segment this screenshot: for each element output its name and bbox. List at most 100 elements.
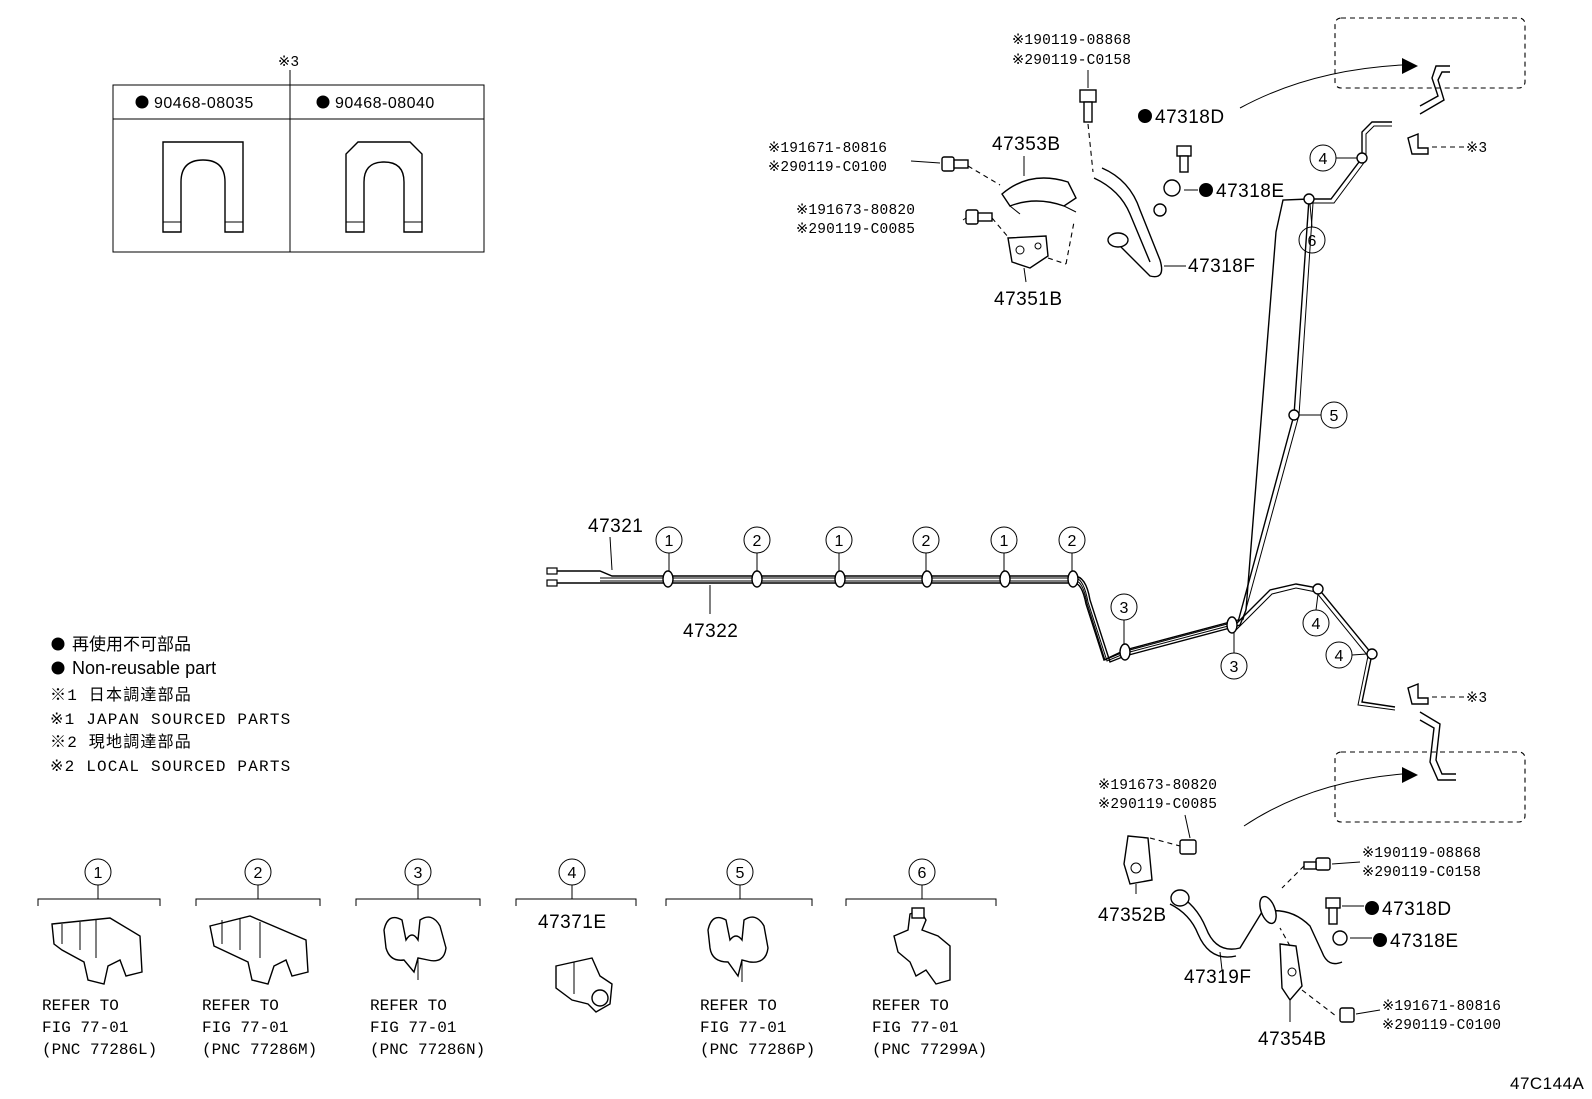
svg-text:FIG 77-01: FIG 77-01 xyxy=(700,1019,786,1037)
line-lower-label: 47322 xyxy=(683,621,738,642)
clip-icon xyxy=(1407,132,1429,155)
bottom-bolt-c-line2: ※290119-C0085 xyxy=(1098,797,1217,813)
bottom-hose-label: 47319F xyxy=(1184,967,1251,988)
non-reusable-dot xyxy=(51,637,65,651)
bolt-icon xyxy=(1339,1007,1355,1023)
bolt-icon xyxy=(1303,857,1331,871)
svg-text:4: 4 xyxy=(1335,648,1344,665)
clamp-6-icon xyxy=(893,909,951,985)
svg-text:REFER TO: REFER TO xyxy=(42,997,119,1015)
bottom-hose-assembly: ※3 ※191673-80820 ※290119-C0085 47352B ※1… xyxy=(1098,682,1526,1050)
svg-text:1: 1 xyxy=(665,533,674,550)
bottom-bolt-b-line1: ※191671-80816 xyxy=(1382,999,1501,1015)
clamp-callouts: 1 2 1 2 1 2 3 3 4 5 6 4 4 xyxy=(655,144,1368,680)
svg-text:FIG 77-01: FIG 77-01 xyxy=(370,1019,456,1037)
clamp-callout-3b: 3 xyxy=(1220,632,1248,680)
clamp-key-4: 4 47371E xyxy=(515,858,637,1013)
non-reusable-dot xyxy=(51,661,65,675)
clamp-callout-4c: 4 xyxy=(1325,641,1368,669)
clip-icon xyxy=(1407,682,1429,705)
svg-text:REFER TO: REFER TO xyxy=(202,997,279,1015)
clamp-markers xyxy=(662,152,1378,661)
legend-en-japan-sourced: ※1 JAPAN SOURCED PARTS xyxy=(50,711,291,729)
top-clip-ref: ※3 xyxy=(1466,141,1487,157)
figure-code: 47C144A xyxy=(1510,1074,1585,1093)
svg-text:2: 2 xyxy=(254,865,263,882)
clamp-key-2: 2 REFER TO FIG 77-01 (PNC 77286M) xyxy=(195,858,321,1059)
top-bolt-b-line2: ※290119-C0100 xyxy=(768,160,887,176)
svg-text:FIG 77-01: FIG 77-01 xyxy=(202,1019,288,1037)
top-hose-assembly: ※3 ※190119-08868 ※290119-C0158 47318D 47… xyxy=(768,17,1526,310)
non-reusable-dot xyxy=(316,95,330,109)
bottom-bolt-a-line1: ※190119-08868 xyxy=(1362,846,1481,862)
line-upper-label: 47321 xyxy=(588,516,643,537)
top-gasket-label: 47318E xyxy=(1216,181,1285,202)
bottom-bracket-lower-label: 47354B xyxy=(1258,1029,1327,1050)
svg-text:FIG 77-01: FIG 77-01 xyxy=(42,1019,128,1037)
svg-text:3: 3 xyxy=(1230,659,1239,676)
svg-text:4: 4 xyxy=(1312,616,1321,633)
svg-text:(PNC 77299A): (PNC 77299A) xyxy=(872,1041,987,1059)
clamp-callout-6: 6 xyxy=(1298,203,1326,254)
clamp-callout-1c: 1 xyxy=(990,526,1018,571)
union-bolt-icon xyxy=(1325,897,1341,925)
bolt-icon xyxy=(1179,839,1197,855)
svg-text:4: 4 xyxy=(1319,151,1328,168)
washer-square-icon xyxy=(162,141,244,233)
bracket-icon xyxy=(1007,235,1049,269)
washer-col-1-label: 90468-08035 xyxy=(154,95,254,112)
clamp-key-1: 1 REFER TO FIG 77-01 (PNC 77286L) xyxy=(37,858,161,1059)
washer-table-ref: ※3 xyxy=(278,55,299,71)
svg-text:2: 2 xyxy=(753,533,762,550)
svg-text:1: 1 xyxy=(94,865,103,882)
svg-text:1: 1 xyxy=(1000,533,1009,550)
legend-jp-local-sourced: ※2 現地調達部品 xyxy=(50,733,192,752)
svg-text:REFER TO: REFER TO xyxy=(700,997,777,1015)
clamp-5-icon xyxy=(707,916,769,978)
legend-en-local-sourced: ※2 LOCAL SOURCED PARTS xyxy=(50,758,291,776)
clamp-callout-3a: 3 xyxy=(1110,593,1138,645)
bottom-bolt-c-line1: ※191673-80820 xyxy=(1098,778,1217,794)
clamp-4-part-label: 47371E xyxy=(538,912,607,933)
clamp-callout-4a: 4 xyxy=(1309,144,1357,172)
top-bracket-lower-label: 47351B xyxy=(994,289,1063,310)
clamp-key-3: 3 REFER TO FIG 77-01 (PNC 77286N) xyxy=(355,858,485,1059)
clamp-callout-5: 5 xyxy=(1299,401,1348,429)
svg-text:(PNC 77286M): (PNC 77286M) xyxy=(202,1041,317,1059)
bolt-icon xyxy=(941,156,969,172)
bolt-icon xyxy=(1079,89,1097,123)
svg-text:6: 6 xyxy=(918,865,927,882)
bottom-union-bolt-label: 47318D xyxy=(1382,899,1452,920)
svg-text:(PNC 77286N): (PNC 77286N) xyxy=(370,1041,485,1059)
top-union-bolt-label: 47318D xyxy=(1155,107,1225,128)
clamp-3-icon xyxy=(383,916,447,974)
clamp-2-icon xyxy=(209,915,309,985)
legend-en-non-reusable: Non-reusable part xyxy=(72,658,216,678)
main-brake-lines: 47321 47322 xyxy=(546,121,1396,711)
clamp-callout-4b: 4 xyxy=(1302,593,1330,637)
washer-chamfered-icon xyxy=(345,141,423,233)
svg-text:4: 4 xyxy=(568,865,577,882)
svg-text:REFER TO: REFER TO xyxy=(370,997,447,1015)
svg-text:(PNC 77286L): (PNC 77286L) xyxy=(42,1041,157,1059)
top-bolt-a-line2: ※290119-C0158 xyxy=(1012,53,1131,69)
top-bolt-c-line2: ※290119-C0085 xyxy=(796,222,915,238)
svg-text:2: 2 xyxy=(922,533,931,550)
clamp-callout-2c: 2 xyxy=(1058,526,1086,571)
svg-text:2: 2 xyxy=(1068,533,1077,550)
washer-table: ※3 90468-08035 90468-08040 xyxy=(112,55,485,253)
top-bolt-c-line1: ※191673-80820 xyxy=(796,203,915,219)
bracket-icon xyxy=(1001,177,1077,207)
washer-col-2-label: 90468-08040 xyxy=(335,95,435,112)
bottom-bolt-b-line2: ※290119-C0100 xyxy=(1382,1018,1501,1034)
svg-text:1: 1 xyxy=(835,533,844,550)
svg-text:(PNC 77286P): (PNC 77286P) xyxy=(700,1041,815,1059)
clamp-callout-2b: 2 xyxy=(912,526,940,571)
legend-jp-japan-sourced: ※1 日本調達部品 xyxy=(50,686,192,705)
top-hose-label: 47318F xyxy=(1188,256,1255,277)
svg-text:REFER TO: REFER TO xyxy=(872,997,949,1015)
bottom-bracket-left-label: 47352B xyxy=(1098,905,1167,926)
clamp-callout-2a: 2 xyxy=(743,526,771,571)
svg-text:5: 5 xyxy=(736,865,745,882)
